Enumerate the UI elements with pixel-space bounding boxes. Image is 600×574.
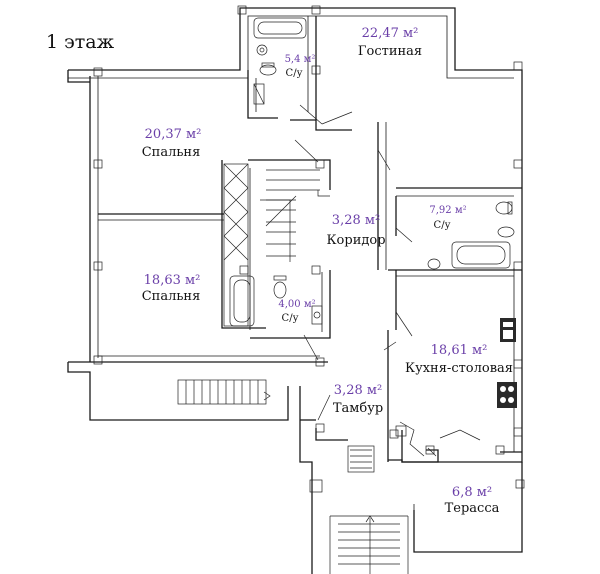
- wall-joint-markers: [93, 5, 525, 493]
- sink-icon: [256, 44, 268, 56]
- room-name: Гостиная: [358, 44, 422, 59]
- bathtub-icon: [451, 241, 511, 269]
- kitchen-corner: [395, 421, 437, 457]
- bathroom-fixtures: [229, 17, 515, 327]
- room-name: Тамбур: [333, 401, 383, 416]
- room-name: С/у: [286, 68, 303, 79]
- room-area: 6,8 м²: [452, 485, 492, 500]
- room-area: 4,00 м²: [278, 299, 315, 310]
- bidet-icon: [497, 226, 515, 238]
- internal-walls: [98, 16, 522, 420]
- room-name: С/у: [434, 220, 451, 231]
- room-vestibule: 3,28 м² Тамбур: [333, 383, 383, 416]
- room-name: Спальня: [142, 145, 201, 160]
- room-area: 18,63 м²: [144, 273, 201, 288]
- room-name: Кухня-столовая: [405, 361, 513, 376]
- shower-icon: [253, 83, 265, 105]
- lower-left-staircase: [177, 379, 271, 405]
- bathtub-icon: [253, 17, 307, 39]
- room-area: 5,4 м²: [285, 54, 316, 65]
- room-bath-right: 7,92 м² С/у: [429, 205, 466, 231]
- room-name: Терасса: [445, 501, 500, 516]
- room-name: Спальня: [142, 289, 201, 304]
- kitchen-appliances: [497, 318, 517, 408]
- floor-title: 1 этаж: [46, 31, 115, 53]
- toilet-icon: [259, 64, 277, 76]
- room-area: 7,92 м²: [429, 205, 466, 216]
- room-bath-top: 5,4 м² С/у: [285, 54, 316, 79]
- toilet-icon: [495, 201, 513, 215]
- bathtub-icon: [229, 275, 255, 327]
- room-area: 22,47 м²: [362, 26, 419, 41]
- room-area: 3,28 м²: [332, 213, 380, 228]
- room-labels: 22,47 м² Гостиная 5,4 м² С/у 20,37 м² Сп…: [142, 26, 513, 516]
- room-corridor: 3,28 м² Коридор: [326, 213, 385, 248]
- sink-icon: [427, 258, 441, 270]
- stove-icon: [497, 382, 517, 408]
- room-area: 20,37 м²: [145, 127, 202, 142]
- toilet-icon: [273, 281, 287, 299]
- room-bedroom-1: 20,37 м² Спальня: [142, 127, 202, 160]
- doors: [294, 104, 481, 441]
- room-area: 18,61 м²: [431, 343, 488, 358]
- sink-icon: [311, 305, 323, 325]
- room-name: С/у: [282, 313, 299, 324]
- room-living: 22,47 м² Гостиная: [358, 26, 422, 59]
- entry-steps: [329, 445, 409, 574]
- room-bath-middle: 4,00 м² С/у: [278, 299, 315, 324]
- room-area: 3,28 м²: [334, 383, 382, 398]
- room-terrace: 6,8 м² Терасса: [445, 485, 500, 516]
- room-name: Коридор: [326, 233, 385, 248]
- room-kitchen: 18,61 м² Кухня-столовая: [405, 343, 513, 376]
- room-bedroom-2: 18,63 м² Спальня: [142, 273, 201, 304]
